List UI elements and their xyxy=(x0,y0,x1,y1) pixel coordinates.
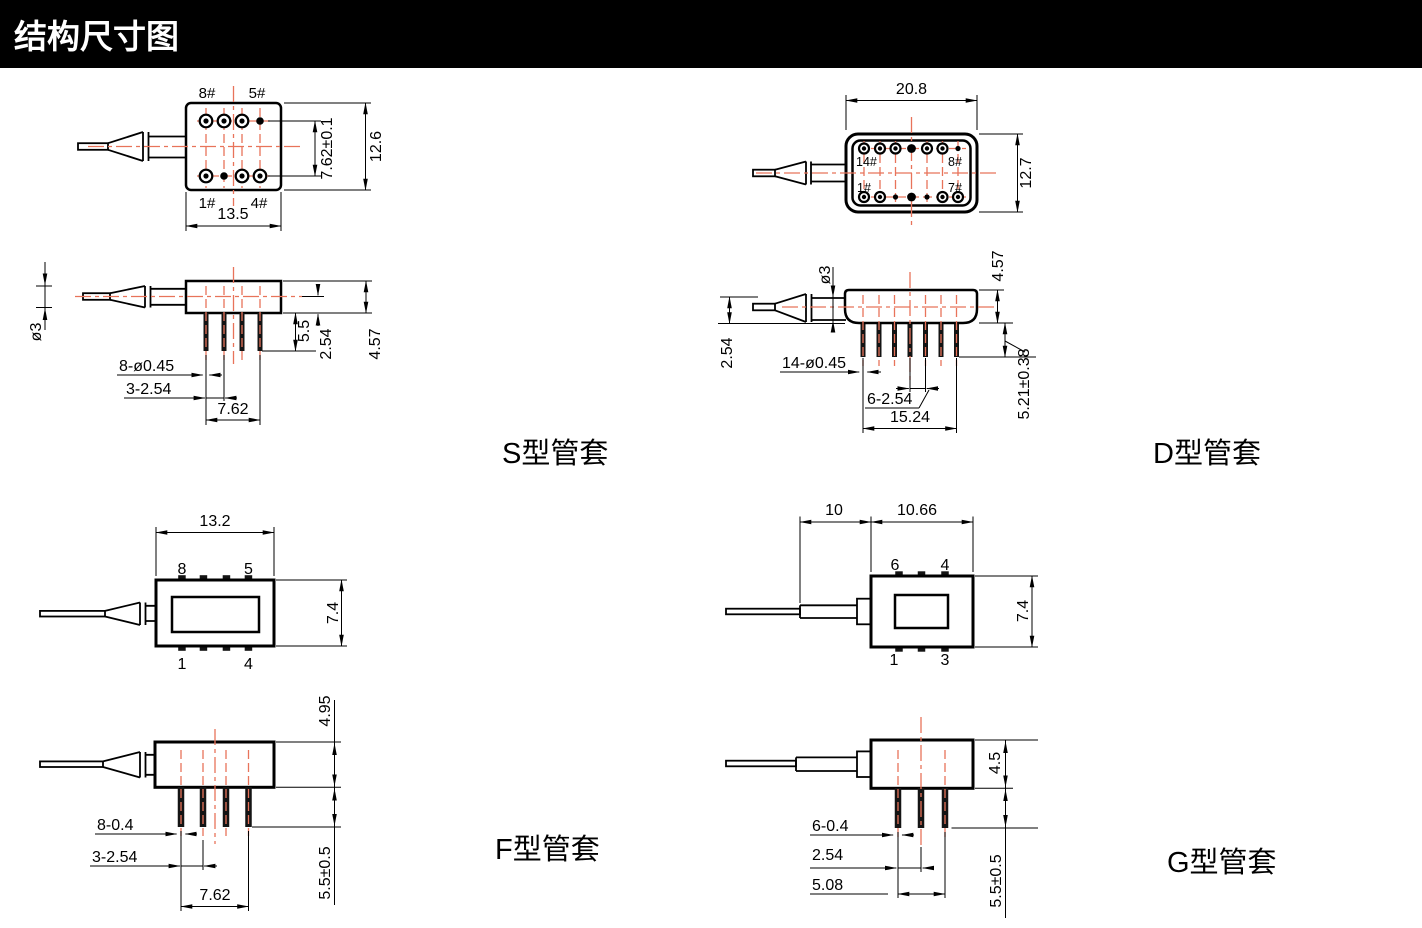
g-dim-pin-span: 5.08 xyxy=(812,877,843,894)
d-pin-label-8: 8# xyxy=(948,155,962,169)
s-type-top-view: 8# 5# 1# 4# 7.62±0.1 12.6 13.5 xyxy=(77,85,385,231)
d-pin-label-7: 7# xyxy=(948,181,962,195)
d-type-side-view: ø3 2.54 4.57 5.21±0.38 14-ø0.45 6-2.54 1… xyxy=(718,250,1036,433)
s-side-centerlines xyxy=(75,267,302,364)
f-top-fiber-pigtail xyxy=(39,601,157,626)
f-dim-pin-span: 7.62 xyxy=(199,887,230,904)
g-pin-label-3: 3 xyxy=(941,652,950,669)
caption-g-type: G型管套 xyxy=(1167,846,1277,879)
f-type-top-view: 8 5 1 4 13.2 7.4 xyxy=(39,513,347,673)
d-dim-pin-length: 5.21±0.38 xyxy=(1016,348,1033,419)
f-top-package-window xyxy=(170,595,261,634)
s-top-pins xyxy=(198,113,268,184)
g-type-top-view: 6 4 1 3 10 10.66 7.4 xyxy=(725,502,1038,669)
f-type-side-view: 4.95 5.5±0.5 8-0.4 3-2.54 7.62 xyxy=(39,695,341,911)
d-side-dimension-lines xyxy=(718,267,1036,433)
g-dim-tube-length: 10 xyxy=(825,502,843,519)
f-pin-label-8: 8 xyxy=(178,561,187,578)
g-top-pin-nubs xyxy=(895,571,949,652)
s-side-dimension-lines xyxy=(36,262,372,425)
s-pin-label-4: 4# xyxy=(251,195,268,212)
s-dim-row-pitch: 7.62±0.1 xyxy=(319,117,336,179)
caption-f-type: F型管套 xyxy=(495,833,600,866)
d-dim-pin-span: 15.24 xyxy=(890,409,930,426)
d-side-fiber-pigtail xyxy=(752,293,846,323)
s-pin-label-5: 5# xyxy=(249,85,266,102)
g-side-package-body xyxy=(869,738,975,790)
caption-s-type: S型管套 xyxy=(502,437,608,470)
f-side-dimension-lines xyxy=(90,700,341,911)
f-top-dimension-lines xyxy=(155,527,347,647)
g-side-fiber-pigtail xyxy=(725,750,872,778)
page-title: 结构尺寸图 xyxy=(14,18,179,55)
f-dim-width: 13.2 xyxy=(199,513,230,530)
d-type-top-view: 14# 8# 1# 7# 20.8 12.7 xyxy=(752,81,1035,229)
d-side-package-body xyxy=(843,288,979,325)
s-dim-pin-length: 5.5 xyxy=(296,320,313,342)
s-dim-pin-dia: 8-ø0.45 xyxy=(119,358,174,375)
f-dim-pin-pitch: 3-2.54 xyxy=(92,849,137,866)
s-top-dimension-lines xyxy=(185,102,371,231)
s-type-side-view: ø3 5.5 2.54 4.57 8-ø0.45 3-2.54 7.62 xyxy=(28,262,384,425)
g-dim-pin-pitch: 2.54 xyxy=(812,847,843,864)
d-dim-height: 12.7 xyxy=(1018,157,1035,188)
f-dim-pin-length: 5.5±0.5 xyxy=(317,846,334,899)
page-header: 结构尺寸图 xyxy=(0,0,1422,68)
s-dim-fiber-dia: ø3 xyxy=(28,323,45,342)
f-pin-label-4: 4 xyxy=(244,656,253,673)
d-top-pins xyxy=(857,142,965,204)
d-pin-label-14: 14# xyxy=(856,155,877,169)
g-side-dimension-lines xyxy=(810,739,1038,918)
d-dim-pin-pitch: 6-2.54 xyxy=(867,391,912,408)
g-dim-pin-dia: 6-0.4 xyxy=(812,818,849,835)
d-top-dimension-lines xyxy=(845,95,1023,213)
s-dim-pin-span: 7.62 xyxy=(217,401,248,418)
f-top-pin-nubs xyxy=(178,575,253,651)
s-dim-body-height: 4.57 xyxy=(367,328,384,359)
s-dim-height: 12.6 xyxy=(368,131,385,162)
g-dim-width: 10.66 xyxy=(897,502,937,519)
g-pin-label-6: 6 xyxy=(891,557,900,574)
s-dim-width: 13.5 xyxy=(217,206,248,223)
f-dim-body-height: 4.95 xyxy=(317,695,334,726)
g-pin-label-1: 1 xyxy=(890,652,899,669)
f-pin-label-1: 1 xyxy=(178,656,187,673)
d-dim-fiber-dia: ø3 xyxy=(817,266,834,285)
g-dim-pin-length: 5.5±0.5 xyxy=(988,854,1005,907)
d-pin-label-1: 1# xyxy=(857,181,871,195)
g-side-centerlines xyxy=(897,717,946,845)
g-dim-height: 7.4 xyxy=(1015,600,1032,622)
s-dim-pin-pitch: 3-2.54 xyxy=(126,381,171,398)
s-pin-label-1: 1# xyxy=(199,195,216,212)
caption-d-type: D型管套 xyxy=(1153,437,1261,470)
d-dim-width: 20.8 xyxy=(896,81,927,98)
g-dim-body-height: 4.5 xyxy=(987,752,1004,774)
s-dim-axis-offset: 2.54 xyxy=(318,328,335,359)
g-pin-label-4: 4 xyxy=(941,557,950,574)
f-side-fiber-pigtail xyxy=(39,751,156,779)
g-top-dimension-lines xyxy=(799,516,1038,648)
g-type-side-view: 4.5 5.5±0.5 6-0.4 2.54 5.08 xyxy=(725,717,1038,918)
d-dim-pin-dia: 14-ø0.45 xyxy=(782,355,846,372)
s-pin-label-8: 8# xyxy=(199,85,216,102)
d-dim-body-height: 4.57 xyxy=(990,250,1007,281)
f-pin-label-5: 5 xyxy=(244,561,253,578)
g-top-package-window xyxy=(893,593,950,630)
d-dim-axis-offset: 2.54 xyxy=(719,337,736,368)
f-dim-pin-dia: 8-0.4 xyxy=(97,817,134,834)
f-side-centerlines xyxy=(180,729,250,844)
f-dim-height: 7.4 xyxy=(325,602,342,624)
g-top-fiber-pigtail xyxy=(725,597,872,626)
